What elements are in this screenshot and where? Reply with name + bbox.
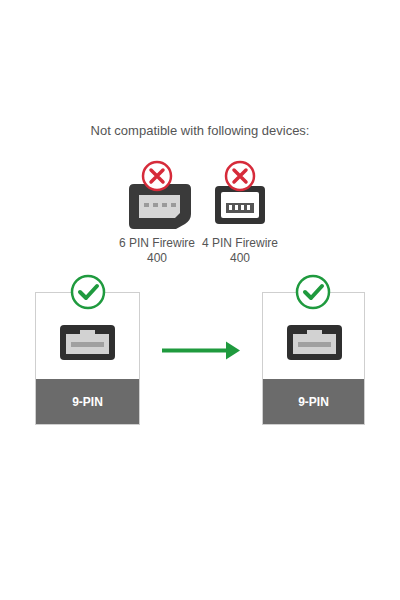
- connector-caption: 6 PIN Firewire 400: [119, 236, 195, 266]
- connector-caption: 4 PIN Firewire 400: [202, 236, 278, 266]
- connector-box: 9-PIN: [262, 292, 365, 425]
- cross-icon: [226, 162, 254, 190]
- title-text: Not compatible with following devices:: [10, 123, 390, 138]
- pin-band: 9-PIN: [263, 379, 364, 424]
- pin-band: 9-PIN: [36, 379, 139, 424]
- four-pin-connector: [215, 186, 265, 224]
- check-icon: [72, 276, 104, 308]
- nine-pin-connector: [287, 325, 342, 360]
- flow-arrow: [162, 342, 240, 360]
- six-pin-connector: [129, 184, 191, 229]
- connector-box: 9-PIN: [35, 292, 140, 425]
- cross-icon: [143, 162, 171, 190]
- nine-pin-connector: [60, 325, 115, 360]
- check-icon: [297, 276, 329, 308]
